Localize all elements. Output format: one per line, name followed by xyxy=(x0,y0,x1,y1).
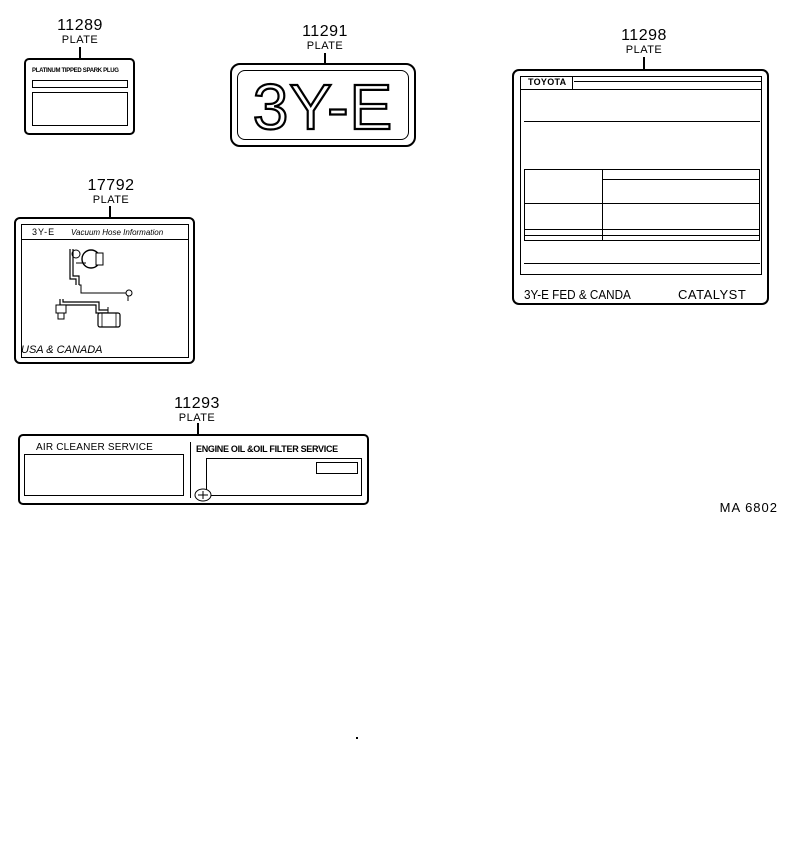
part-number: 17792 xyxy=(87,177,135,194)
footer-right-label: CATALYST xyxy=(678,287,747,302)
part-name: PLATE xyxy=(61,34,99,46)
brand-label: TOYOTA xyxy=(528,77,567,87)
part-number: 11293 xyxy=(174,395,220,412)
spec-row xyxy=(524,235,760,236)
leader-line xyxy=(643,57,645,70)
part-number: 11289 xyxy=(57,17,103,34)
part-11289-callout: 11289 PLATE xyxy=(48,18,112,46)
plate-11298: TOYOTA 3Y-E FED & CANDA CATALYST xyxy=(512,69,769,305)
engine-oil-text-area xyxy=(206,458,362,496)
leader-line xyxy=(197,423,199,435)
info-rule xyxy=(524,263,760,264)
oil-spec-box xyxy=(316,462,358,474)
info-rule xyxy=(524,121,760,122)
plate-11289: PLATINUM TIPPED SPARK PLUG xyxy=(24,58,135,135)
leader-line xyxy=(79,47,81,59)
part-number: 11291 xyxy=(302,23,348,40)
vacuum-hose-diagram xyxy=(55,249,133,328)
toyota-emblem-icon xyxy=(194,488,212,502)
plate-17792: 3Y-E Vacuum Hose Information USA & CANAD… xyxy=(14,217,195,364)
brand-divider xyxy=(572,76,573,90)
air-cleaner-title: AIR CLEANER SERVICE xyxy=(36,442,153,453)
spec-table-divider xyxy=(602,169,603,241)
leader-line xyxy=(109,206,111,218)
engine-plate-inner-border xyxy=(237,70,409,140)
region-label: USA & CANADA xyxy=(21,344,103,356)
header-code: 3Y-E xyxy=(32,227,56,237)
diagram-code: MA 6802 xyxy=(719,500,778,515)
part-name: PLATE xyxy=(92,194,130,206)
footer-left-label: 3Y-E FED & CANDA xyxy=(524,287,631,302)
header-rule xyxy=(21,239,189,240)
part-11298-callout: 11298 PLATE xyxy=(612,28,676,56)
header-title: Vacuum Hose Information xyxy=(71,228,164,237)
plate-11291: 3Y-E xyxy=(230,63,416,147)
air-cleaner-text-area xyxy=(24,454,184,496)
section-divider xyxy=(190,442,191,498)
leader-line xyxy=(324,53,326,65)
vacuum-label-frame xyxy=(21,224,189,358)
part-name: PLATE xyxy=(178,412,216,424)
part-11293-callout: 11293 PLATE xyxy=(165,396,229,424)
part-name: PLATE xyxy=(625,44,663,56)
spec-row xyxy=(524,229,760,230)
part-number: 11298 xyxy=(621,27,667,44)
engine-code-lettering: 3Y-E xyxy=(252,70,394,144)
part-17792-callout: 17792 PLATE xyxy=(79,178,143,206)
brand-underline xyxy=(520,89,762,90)
label-box xyxy=(32,80,128,88)
spec-row xyxy=(602,179,760,180)
emission-info-frame xyxy=(520,76,762,275)
spec-row xyxy=(524,203,760,204)
spec-table xyxy=(524,169,760,241)
label-blank-area xyxy=(32,92,128,126)
stray-mark xyxy=(356,737,358,739)
engine-oil-title: ENGINE OIL &OIL FILTER SERVICE xyxy=(196,444,338,454)
spark-plug-label: PLATINUM TIPPED SPARK PLUG xyxy=(32,68,119,74)
plate-11293: AIR CLEANER SERVICE ENGINE OIL &OIL FILT… xyxy=(18,434,369,505)
part-11291-callout: 11291 PLATE xyxy=(293,24,357,52)
header-rule xyxy=(574,81,762,82)
engine-code-text: 3Y-E xyxy=(253,71,393,143)
part-name: PLATE xyxy=(306,40,344,52)
